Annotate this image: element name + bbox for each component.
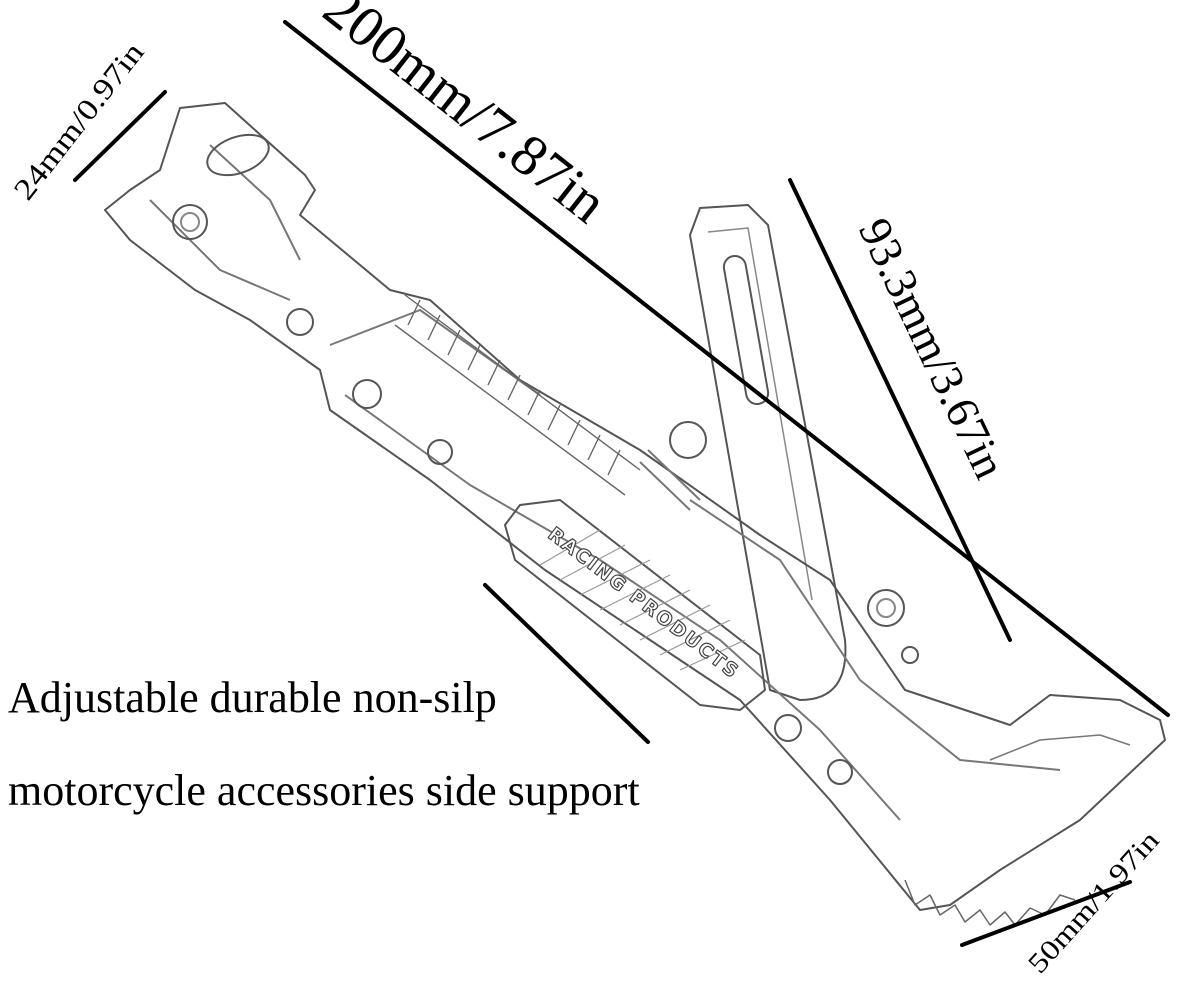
bracket-bolt [867, 589, 905, 627]
foot-width-dimension-line [960, 880, 1132, 947]
top-width-label: 24mm/0.97in [8, 36, 151, 206]
caption-line-1: Adjustable durable non-silp [8, 673, 497, 722]
height-label: 93.3mm/3.67in [849, 210, 1016, 486]
length-dimension-line [283, 20, 1170, 717]
mounting-bracket [689, 204, 919, 701]
dimension-lines [73, 20, 1170, 947]
top-clevis [172, 133, 314, 336]
product-mark: RACING PRODUCTS [544, 523, 744, 683]
stand-body [104, 102, 1166, 911]
foot-width-label: 50mm/1.97in [1022, 825, 1165, 980]
caption-line-2: motorcycle accessories side support [8, 766, 640, 815]
clevis-pin [172, 204, 208, 240]
height-dimension-line [788, 178, 1012, 642]
return-spring [394, 294, 641, 496]
grip-pad [504, 499, 766, 711]
length-label: 200mm/7.87in [312, 0, 619, 235]
top-width-dimension-line [73, 90, 167, 182]
rivets [352, 379, 853, 785]
caption-pointer-line [483, 583, 650, 744]
